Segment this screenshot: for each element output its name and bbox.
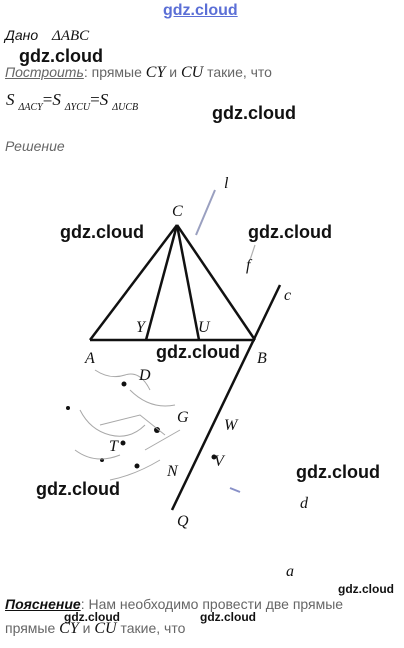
ray-c: [170, 284, 282, 511]
construct-and: и: [169, 64, 178, 80]
construct-label: Построить: [5, 64, 84, 80]
watermark-5: gdz.cloud: [248, 222, 332, 242]
scribble-3: [99, 414, 166, 436]
faint-mark-f: [249, 244, 256, 261]
label-a-lower: a: [286, 563, 294, 580]
construction-points: [66, 381, 217, 469]
construct-text-after: такие, что: [207, 64, 272, 80]
watermark-8: gdz.cloud: [36, 479, 120, 499]
line-l: [195, 189, 216, 236]
watermark-10: gdz.cloud: [64, 610, 120, 624]
label-c: C: [172, 203, 183, 220]
formula-s3: S: [99, 90, 109, 109]
construction-figure: C A B Y U D G T N V W Q c l f d a: [66, 175, 309, 580]
explanation-and: и: [82, 620, 91, 636]
label-t: T: [109, 438, 119, 455]
line-cy: [144, 224, 179, 341]
explanation-text: : Нам необходимо провести две прямые: [80, 596, 344, 612]
formula-eq1: =: [42, 90, 53, 109]
explanation-line-2: прямые CY и CU такие, что: [5, 620, 185, 638]
label-f: f: [246, 257, 253, 274]
watermark-6: gdz.cloud: [156, 342, 240, 362]
faint-scribbles: [74, 369, 181, 481]
given-label: Дано: [5, 27, 39, 43]
formula-sub1: ΔACY: [18, 102, 43, 113]
label-y: Y: [136, 319, 147, 336]
label-d: D: [138, 367, 151, 384]
formula-sub3: ΔUCB: [112, 102, 139, 113]
given-line: Дано ΔABC: [5, 27, 89, 45]
label-q: Q: [177, 513, 189, 530]
label-w: W: [224, 417, 239, 434]
scribble-2: [79, 409, 146, 437]
label-b: B: [257, 350, 267, 367]
faint-mark-2: [229, 487, 241, 493]
explanation-line-1: Пояснение: Нам необходимо провести две п…: [5, 596, 343, 612]
point-d: [121, 381, 127, 387]
point-extra-1: [66, 406, 70, 410]
scribble-5: [129, 389, 176, 407]
watermark-4: gdz.cloud: [60, 222, 144, 242]
point-n-dot: [134, 463, 140, 469]
point-v: [211, 454, 217, 460]
scribble-7: [109, 459, 161, 481]
watermark-7: gdz.cloud: [296, 462, 380, 482]
top-watermark: gdz.cloud: [163, 2, 238, 19]
scribble-6: [144, 429, 181, 451]
scribble-4: [74, 449, 121, 460]
construct-cu: CU: [180, 64, 204, 81]
explanation-line2-before: прямые: [5, 620, 56, 636]
line-cu: [175, 224, 201, 341]
formula-sub2: ΔYCU: [64, 102, 91, 113]
construct-text-before: : прямые: [83, 64, 142, 80]
watermark-3: gdz.cloud: [212, 103, 296, 123]
construct-cy: CY: [145, 64, 166, 81]
label-c-ray: c: [284, 287, 291, 304]
side-ac: [89, 224, 178, 341]
given-value: ΔABC: [52, 28, 90, 44]
solution-label: Решение: [5, 138, 65, 154]
formula-eq2: =: [90, 90, 100, 109]
label-n: N: [166, 463, 179, 480]
explanation-label: Пояснение: [5, 596, 81, 612]
label-a: A: [84, 350, 95, 367]
scribble-1: [94, 369, 151, 391]
formula-s1: S: [6, 90, 15, 109]
label-u: U: [198, 319, 211, 336]
triangle-abc: [89, 224, 257, 342]
watermark-11: gdz.cloud: [200, 610, 256, 624]
formula-s2: S: [52, 90, 61, 109]
side-bc: [175, 224, 257, 341]
point-g-dot: [154, 427, 160, 433]
label-l: l: [224, 175, 229, 192]
label-v: V: [214, 453, 226, 470]
explanation-line2-after: такие, что: [120, 620, 186, 636]
label-d-lower: d: [300, 495, 309, 512]
watermark-9: gdz.cloud: [338, 582, 394, 596]
watermark-2: gdz.cloud: [19, 46, 103, 66]
point-t: [120, 440, 126, 446]
label-g: G: [177, 409, 189, 426]
construct-line: Построить: прямые CY и CU такие, что: [5, 64, 272, 82]
explanation-cy: CY: [59, 620, 79, 637]
explanation-cu: CU: [94, 620, 117, 637]
